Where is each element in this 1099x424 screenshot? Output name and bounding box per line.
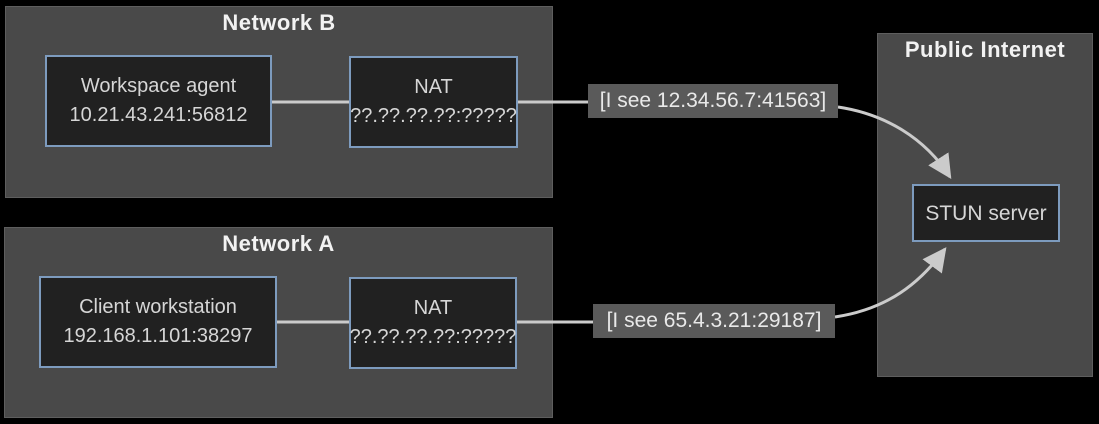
node-stun-server: STUN server: [912, 184, 1060, 242]
nat-b-address: ??.??.??.??:?????: [350, 105, 517, 127]
workspace-agent-name: Workspace agent: [80, 75, 237, 97]
nat-b-name: NAT: [414, 76, 453, 98]
node-nat-b: NAT ??.??.??.??:?????: [349, 56, 518, 148]
cluster-network-a-title: Network A: [222, 231, 335, 256]
node-client-workstation: Client workstation 192.168.1.101:38297: [39, 276, 277, 368]
workspace-agent-address: 10.21.43.241:56812: [69, 104, 248, 126]
client-workstation-address: 192.168.1.101:38297: [63, 325, 253, 347]
edge-label-stun-sees-b: [I see 12.34.56.7:41563]: [588, 84, 838, 118]
cluster-public-internet-title: Public Internet: [904, 37, 1066, 62]
nat-a-name: NAT: [413, 297, 453, 319]
arrow-label-b-to-stun-server: [837, 105, 952, 180]
client-workstation-name: Client workstation: [79, 296, 237, 318]
cluster-network-b-title: Network B: [222, 10, 336, 35]
node-workspace-agent: Workspace agent 10.21.43.241:56812: [45, 55, 272, 147]
edge-label-stun-sees-a: [I see 65.4.3.21:29187]: [593, 304, 835, 338]
node-nat-a: NAT ??.??.??.??:?????: [349, 277, 517, 369]
stun-server-name: STUN server: [925, 201, 1047, 225]
arrow-label-a-to-stun-server: [834, 247, 947, 319]
nat-a-address: ??.??.??.??:?????: [349, 326, 517, 348]
